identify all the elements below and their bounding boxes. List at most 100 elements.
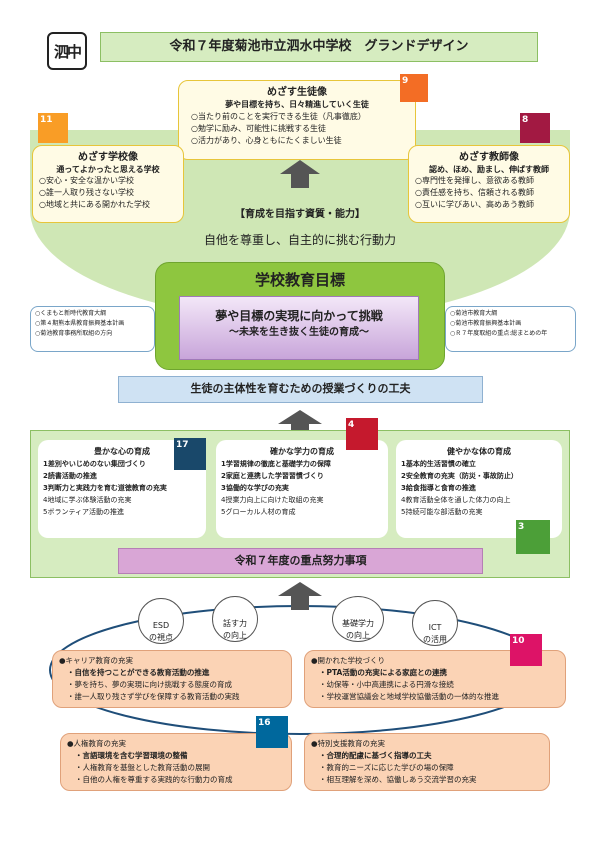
teacher-image-title: めざす教師像 — [459, 152, 519, 163]
open-school-box: ●開かれた学校づくり ・PTA活動の充実による家庭との連携 ・幼保等・小中高連携… — [304, 650, 566, 708]
sdg-16-num: 16 — [258, 718, 271, 728]
right-references: ○菊池市教育大綱 ○菊池市教育振興基本計画 ○Ｒ７年度取組の重点:総まとめの年 — [445, 306, 576, 352]
ict-oval: ICT の活用 — [412, 600, 458, 646]
career-item: ・誰一人取り残さず学びを保障する教育活動の実践 — [67, 692, 240, 701]
sdg-11-icon: 11 — [38, 113, 68, 143]
healthy-body-item: 1基本的生活習慣の確立 — [401, 460, 476, 468]
sdg-16-icon: 16 — [256, 716, 288, 748]
healthy-body-title: 健やかな体の育成 — [447, 447, 511, 456]
speaking-oval-text: 話す力 の向上 — [223, 619, 247, 640]
career-item: ・夢を持ち、夢の実現に向け挑戦する態度の育成 — [67, 680, 232, 689]
school-image-title: めざす学校像 — [78, 152, 138, 163]
solid-ability-box: 確かな学力の育成 1学習規律の徹底と基礎学力の保障 2家庭と連携した学習習慣づく… — [216, 440, 388, 538]
right-reference-item: ○Ｒ７年度取組の重点:総まとめの年 — [450, 330, 548, 337]
special-support-title: ●特別支援教育の充実 — [311, 739, 386, 748]
school-image-box: めざす学校像 通ってよかったと思える学校 ○安心・安全な温かい学校 ○誰一人取り… — [32, 145, 184, 223]
sdg-11-num: 11 — [40, 115, 53, 125]
school-logo: 泗中 — [47, 32, 87, 70]
teacher-image-item: ○専門性を発揮し、意欲ある教師 — [415, 176, 534, 185]
sdg-4-num: 4 — [348, 420, 355, 430]
solid-ability-item: 2家庭と連携した学習習慣づくり — [221, 472, 324, 480]
solid-ability-item: 3協働的な学びの充実 — [221, 484, 289, 492]
sdg-3-num: 3 — [518, 522, 525, 532]
rich-heart-title: 豊かな心の育成 — [94, 447, 150, 456]
career-title: ●キャリア教育の充実 — [59, 656, 134, 665]
focus-banner-text: 令和７年度の重点努力事項 — [234, 554, 367, 567]
up-arrow-icon — [278, 410, 322, 438]
lesson-banner: 生徒の主体性を育むための授業づくりの工夫 — [118, 376, 483, 403]
special-support-item: ・教育的ニーズに応じた学びの場の保障 — [319, 763, 454, 772]
school-goal-inner: 夢や目標の実現に向かって挑戦 ～未来を生き抜く生徒の育成～ — [179, 296, 419, 360]
basic-skill-oval: 基礎学力 の向上 — [332, 596, 384, 642]
left-reference-item: ○第４期熊本県教育振興基本計画 — [35, 320, 125, 327]
school-goal-box: 学校教育目標 夢や目標の実現に向かって挑戦 ～未来を生き抜く生徒の育成～ — [155, 262, 445, 370]
sdg-17-num: 17 — [176, 440, 189, 450]
school-goal-sub: ～未来を生き抜く生徒の育成～ — [229, 327, 369, 338]
special-support-item: ・相互理解を深め、協働しあう交流学習の充実 — [319, 775, 477, 784]
career-item: ・自信を持つことができる教育活動の推進 — [67, 668, 210, 677]
open-school-item: ・PTA活動の充実による家庭との連携 — [319, 668, 448, 677]
teacher-image-box: めざす教師像 認め、ほめ、励まし、伸ばす教師 ○専門性を発揮し、意欲ある教師 ○… — [408, 145, 570, 223]
focus-banner: 令和７年度の重点努力事項 — [118, 548, 483, 574]
up-arrow-icon — [278, 582, 322, 610]
speaking-oval: 話す力 の向上 — [212, 596, 258, 642]
qualities-text: 自他を尊重し、自主的に挑む行動力 — [203, 233, 396, 247]
solid-ability-item: 5グローカル人材の育成 — [221, 508, 296, 516]
healthy-body-item: 3給食指導と食育の推進 — [401, 484, 476, 492]
up-arrow-icon — [280, 160, 320, 188]
teacher-image-subtitle: 認め、ほめ、励まし、伸ばす教師 — [429, 165, 549, 174]
basic-skill-oval-text: 基礎学力 の向上 — [342, 619, 374, 640]
sdg-9-num: 9 — [402, 76, 409, 86]
right-reference-item: ○菊池市教育大綱 — [450, 310, 498, 317]
left-references: ○くまもと新時代教育大綱 ○第４期熊本県教育振興基本計画 ○菊池教育事務所取組の… — [30, 306, 155, 352]
school-image-subtitle: 通ってよかったと思える学校 — [56, 165, 160, 174]
student-image-item: ○勉学に励み、可能性に挑戦する生徒 — [191, 124, 326, 133]
rich-heart-item: 3判断力と実践力を育む道徳教育の充実 — [43, 484, 167, 492]
solid-ability-item: 4授業力向上に向けた取組の充実 — [221, 496, 324, 504]
special-support-box: ●特別支援教育の充実 ・合理的配慮に基づく指導の工夫 ・教育的ニーズに応じた学び… — [304, 733, 550, 791]
esd-oval: ESD の視点 — [138, 598, 184, 644]
student-image-box: めざす生徒像 夢や目標を持ち、日々精進していく生徒 ○当たり前のことを実行できる… — [178, 80, 416, 160]
open-school-item: ・幼保等・小中高連携による円滑な接続 — [319, 680, 454, 689]
sdg-17-icon: 17 — [174, 438, 206, 470]
school-goal-title: 学校教育目標 — [254, 271, 345, 289]
human-rights-item: ・言語環境を含む学習環境の整備 — [75, 751, 188, 760]
rich-heart-item: 2読書活動の推進 — [43, 472, 97, 480]
student-image-title: めざす生徒像 — [267, 87, 327, 98]
school-image-item: ○誰一人取り残さない学校 — [39, 188, 134, 197]
school-image-item: ○安心・安全な温かい学校 — [39, 176, 134, 185]
logo-text: 泗中 — [53, 42, 82, 61]
left-reference-item: ○菊池教育事務所取組の方向 — [35, 330, 113, 337]
open-school-title: ●開かれた学校づくり — [311, 656, 386, 665]
esd-oval-text: ESD の視点 — [149, 621, 173, 642]
healthy-body-item: 5持続可能な部活動の充実 — [401, 508, 483, 516]
student-image-subtitle: 夢や目標を持ち、日々精進していく生徒 — [225, 100, 369, 109]
human-rights-box: ●人権教育の充実 ・言語環境を含む学習環境の整備 ・人権教育を基盤とした教育活動… — [60, 733, 292, 791]
teacher-image-item: ○責任感を持ち、信頼される教師 — [415, 188, 534, 197]
student-image-item: ○活力があり、心身ともにたくましい生徒 — [191, 136, 342, 145]
special-support-item: ・合理的配慮に基づく指導の工夫 — [319, 751, 432, 760]
left-reference-item: ○くまもと新時代教育大綱 — [35, 310, 107, 317]
student-image-item: ○当たり前のことを実行できる生徒（凡事徹底） — [191, 112, 366, 121]
healthy-body-item: 4教育活動全体を通した体力の向上 — [401, 496, 511, 504]
rich-heart-item: 4地域に学ぶ体験活動の充実 — [43, 496, 132, 504]
healthy-body-item: 2安全教育の充実（防災・事故防止） — [401, 472, 518, 480]
qualities-title: 【育成を目指す資質・能力】 — [235, 209, 365, 220]
school-goal-main: 夢や目標の実現に向かって挑戦 — [215, 309, 383, 323]
ict-oval-text: ICT の活用 — [423, 623, 447, 644]
teacher-image-item: ○互いに学びあい、高めあう教師 — [415, 200, 534, 209]
page-title: 令和７年度菊池市立泗水中学校 グランドデザイン — [100, 32, 538, 62]
human-rights-title: ●人権教育の充実 — [67, 739, 127, 748]
right-reference-item: ○菊池市教育振興基本計画 — [450, 320, 522, 327]
sdg-10-icon: 10 — [510, 634, 542, 666]
career-box: ●キャリア教育の充実 ・自信を持つことができる教育活動の推進 ・夢を持ち、夢の実… — [52, 650, 292, 708]
open-school-item: ・学校運営協議会と地域学校協働活動の一体的な推進 — [319, 692, 499, 701]
rich-heart-item: 1差別やいじめのない集団づくり — [43, 460, 146, 468]
sdg-8-num: 8 — [522, 115, 529, 125]
sdg-9-icon: 9 — [400, 74, 428, 102]
page-title-text: 令和７年度菊池市立泗水中学校 グランドデザイン — [169, 39, 469, 54]
rich-heart-box: 豊かな心の育成 1差別やいじめのない集団づくり 2読書活動の推進 3判断力と実践… — [38, 440, 206, 538]
solid-ability-title: 確かな学力の育成 — [270, 447, 334, 456]
sdg-4-icon: 4 — [346, 418, 378, 450]
human-rights-item: ・自他の人権を尊重する実践的な行動力の育成 — [75, 775, 233, 784]
